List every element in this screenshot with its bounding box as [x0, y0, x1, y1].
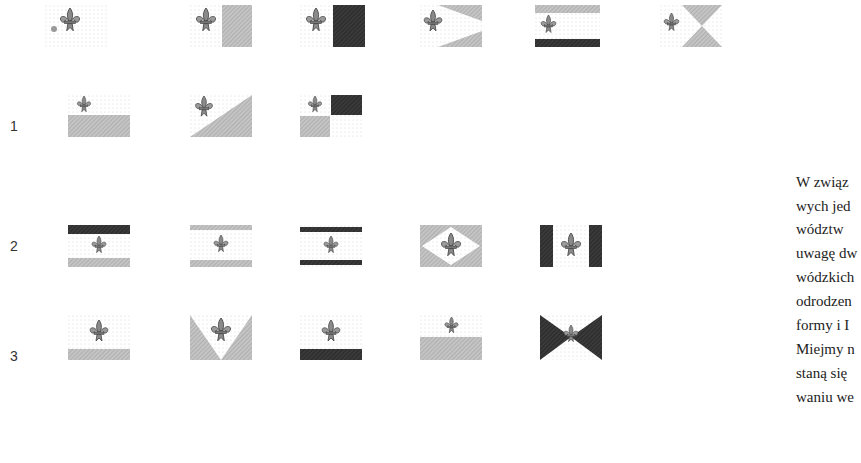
body-text-line: waniu we [796, 388, 854, 406]
body-text-line: staną się [796, 364, 847, 382]
row-number: 3 [10, 347, 18, 365]
body-text-line: uwagę dw [796, 244, 857, 262]
body-text-line: W związ [796, 173, 849, 191]
body-text-line: odrodzen [796, 292, 852, 310]
body-text-line: formy i I [796, 316, 849, 334]
body-text-line: Miejmy n [796, 340, 855, 358]
row-number: 1 [10, 117, 18, 135]
body-text-line: wództw [796, 220, 844, 238]
body-text-line: wych jed [796, 197, 851, 215]
row-number: 2 [10, 237, 18, 255]
body-text-line: wódzkich [796, 268, 854, 286]
